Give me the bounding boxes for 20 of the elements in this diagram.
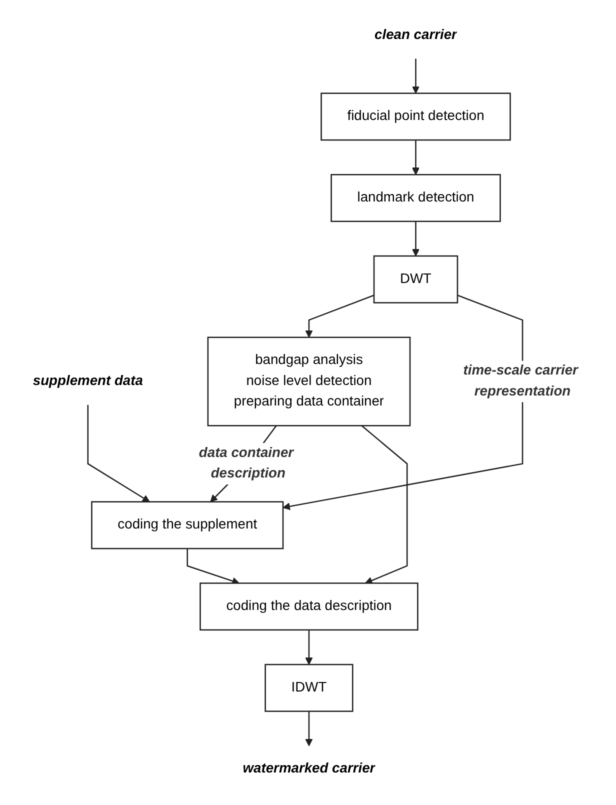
node-box: IDWT xyxy=(264,664,354,712)
node-box: bandgap analysis noise level detection preparing data container xyxy=(207,336,411,427)
node-text: supplement data xyxy=(32,374,143,389)
arrow xyxy=(305,712,313,746)
arrow xyxy=(361,425,408,584)
arrow xyxy=(412,58,420,94)
node-box: DWT xyxy=(373,256,458,304)
arrow xyxy=(412,140,420,176)
edge-label: data container description xyxy=(198,446,294,482)
arrow xyxy=(305,294,374,338)
node-box: landmark detection xyxy=(330,174,501,222)
edge-label: time-scale carrier representation xyxy=(463,364,578,400)
arrow xyxy=(186,548,240,585)
arrow xyxy=(87,405,150,502)
arrow xyxy=(412,222,420,257)
node-box: coding the data description xyxy=(200,582,418,631)
node-box: coding the supplement xyxy=(91,501,284,550)
node-box: fiducial point detection xyxy=(320,92,511,141)
arrow xyxy=(305,630,313,666)
arrow xyxy=(282,294,524,510)
